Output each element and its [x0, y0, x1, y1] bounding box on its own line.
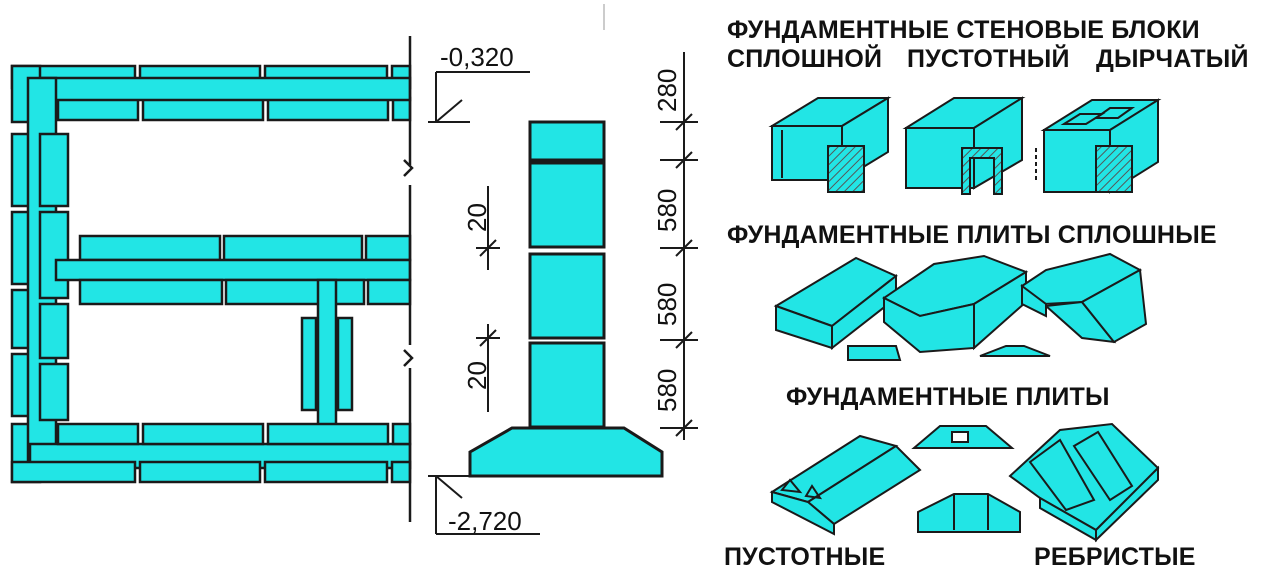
solid-block	[768, 96, 892, 193]
dim-580-a: 580	[652, 189, 682, 232]
solid-slabs-title: ФУНДАМЕНТНЫЕ ПЛИТЫ СПЛОШНЫЕ	[727, 221, 1217, 249]
elevation-top-label: -0,320	[440, 42, 514, 72]
solid-block-label: СПЛОШНОЙ	[727, 45, 883, 73]
ribbed-slabs-label: РЕБРИСТЫЕ	[1034, 543, 1196, 571]
elevation-marker-bottom	[428, 475, 540, 535]
hollow-slabs-label: ПУСТОТНЫЕ	[724, 543, 886, 571]
elevation-bottom-label: -2,720	[448, 506, 522, 536]
dim-20-a: 20	[462, 203, 492, 232]
dimension-line-left	[476, 186, 500, 412]
ribbed-slabs	[1008, 422, 1160, 543]
wall-blocks-title: ФУНДАМЕНТНЫЕ СТЕНОВЫЕ БЛОКИ	[727, 16, 1200, 44]
dim-580-b: 580	[652, 283, 682, 326]
elevation-marker-top	[428, 71, 530, 123]
dim-20-b: 20	[462, 361, 492, 390]
solid-slabs	[773, 252, 1148, 361]
foundation-plan	[10, 64, 412, 484]
hollow-slabs	[769, 425, 1021, 536]
slabs-title: ФУНДАМЕНТНЫЕ ПЛИТЫ	[786, 383, 1110, 411]
perforated-block-label: ДЫРЧАТЫЙ	[1096, 45, 1249, 73]
wall-section	[468, 120, 664, 478]
perforated-block	[1035, 98, 1162, 194]
section-cut-line	[403, 36, 414, 522]
hollow-block	[902, 96, 1026, 195]
hollow-block-label: ПУСТОТНЫЙ	[907, 45, 1070, 73]
dimension-line-right	[660, 52, 698, 440]
dim-580-c: 580	[652, 369, 682, 412]
dim-280: 280	[652, 69, 682, 112]
